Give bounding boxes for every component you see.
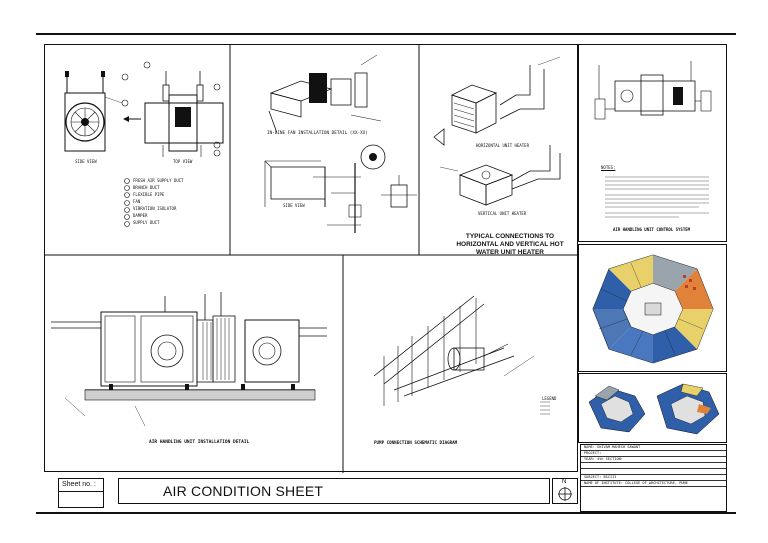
legend-item: VIBRATION ISOLATOR (133, 206, 177, 211)
panel-3d-views (578, 373, 727, 443)
drawing-frame: SIDE VIEW TOP VIEW FRESH AIR SUPPLY DUCT… (44, 44, 579, 473)
fan-legend: FRESH AIR SUPPLY DUCT BRANCH DUCT FLEXIB… (133, 178, 184, 225)
inline-fan-caption: IN-LINE FAN INSTALLATION DETAIL (XX-XX) (267, 131, 368, 136)
legend-item: SUPPLY DUCT (133, 220, 160, 225)
pump-drawing (373, 295, 550, 415)
north-label: N (562, 479, 567, 485)
fan-side-view-caption: SIDE VIEW (75, 159, 97, 164)
legend-item: FRESH AIR SUPPLY DUCT (133, 178, 184, 183)
title-block-row: NAME: SHIVAM MAHESH SAWANT (581, 445, 726, 451)
pump-caption: PUMP CONNECTION SCHEMATIC DIAGRAM (374, 440, 458, 445)
floor-plan-drawing (592, 254, 714, 364)
legend-item: FLEXIBLE PIPE (133, 192, 165, 197)
bottom-rule (36, 512, 736, 514)
sheet-title-box: AIR CONDITION SHEET (118, 478, 550, 504)
sheet-title: AIR CONDITION SHEET (163, 483, 324, 499)
unit-heater-drawing (433, 56, 561, 206)
inline-fan-sub-caption: SIDE VIEW (283, 203, 305, 208)
title-block-row (581, 469, 726, 475)
sheet-number-box: Sheet no. : (58, 478, 104, 508)
title-block: NAME: SHIVAM MAHESH SAWANT PROJECT: YEAR… (580, 444, 727, 512)
ahu-install-drawing (51, 292, 327, 427)
ahu-control-drawing (594, 61, 712, 218)
ahu-notes-title: NOTES: (601, 165, 616, 170)
fan-top-view-caption: TOP VIEW (173, 159, 193, 164)
panel-ahu-install: AIR HANDLING UNIT INSTALLATION DETAIL (45, 256, 342, 472)
panel-inline-fan: IN-LINE FAN INSTALLATION DETAIL (XX-XX) … (231, 45, 419, 255)
panel-floor-plan (578, 244, 727, 372)
horizontal-heater-label: HORIZONTAL UNIT HEATER (476, 143, 529, 148)
title-block-row: NAME OF INSTITUTE: COLLEGE OF ARCHITECTU… (581, 481, 726, 487)
panel-ahu-control: NOTES: AIR HANDLING UNIT CONTROL SYSTEM (578, 44, 727, 242)
title-block-row: YEAR: 4th SECTION: (581, 457, 726, 463)
sheet-number-value (59, 492, 103, 505)
title-block-row: PROJECT: (581, 451, 726, 457)
top-rule (36, 33, 736, 35)
title-block-row: SUBJECT: BSCIII (581, 475, 726, 481)
pump-legend-title: LEGEND (542, 396, 557, 401)
panel-grid (45, 45, 579, 473)
vertical-heater-label: VERTICAL UNIT HEATER (478, 211, 527, 216)
north-arrow-box: N (552, 478, 578, 504)
legend-item: DAMPER (133, 213, 148, 218)
panel-unit-heater: HORIZONTAL UNIT HEATER VERTICAL UNIT HEA… (420, 45, 578, 255)
north-arrow-icon (558, 487, 572, 501)
title-block-row (581, 463, 726, 469)
panel-fan-unit: SIDE VIEW TOP VIEW FRESH AIR SUPPLY DUCT… (45, 45, 230, 255)
ahu-install-caption: AIR HANDLING UNIT INSTALLATION DETAIL (149, 440, 250, 445)
fan-unit-drawing (64, 61, 224, 227)
legend-item: BRANCH DUCT (133, 185, 160, 190)
sheet-number-label: Sheet no. : (59, 479, 103, 492)
ahu-control-caption: AIR HANDLING UNIT CONTROL SYSTEM (613, 227, 691, 232)
panel-pump: LEGEND PUMP CONNECTION SCHEMATIC DIAGRAM (344, 256, 578, 472)
legend-item: FAN (133, 199, 141, 204)
unit-heater-caption: TYPICAL CONNECTIONS TO HORIZONTAL AND VE… (456, 233, 564, 255)
inline-fan-drawing (264, 54, 417, 233)
3d-views-drawing (588, 383, 720, 435)
